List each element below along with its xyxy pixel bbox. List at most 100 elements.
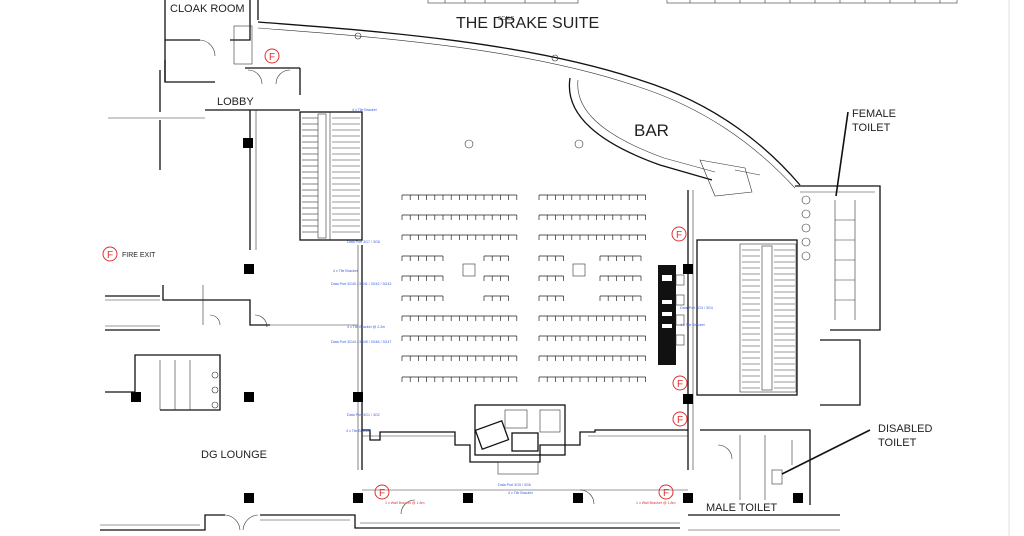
seat-row-right-1: [538, 214, 646, 220]
pillar-circle-1: [464, 139, 474, 149]
male-toilet-label: MALE TOILET: [706, 502, 777, 514]
svg-text:F: F: [676, 230, 682, 241]
bottom-wall: [100, 489, 840, 531]
structural-columns: [131, 138, 803, 503]
disabled-toilet-label-line1: DISABLED: [878, 423, 932, 435]
column-5: [244, 493, 254, 503]
scale-bar-left: [427, 0, 579, 4]
fire-exit-label: FIRE EXIT: [122, 252, 156, 259]
annotation-data-port-3: Data Port 3G44 / 3G45 / 3G46 / 3G47: [331, 340, 391, 344]
theatre-seating: [401, 194, 646, 382]
disabled-toilet-label-line2: TOILET: [878, 437, 917, 449]
scale-bar-right: [666, 0, 958, 4]
seat-row-left-a-4: [401, 275, 444, 281]
svg-text:F: F: [663, 488, 669, 499]
column-3: [244, 392, 254, 402]
annotation-bracket-3: 4 x Tile Bracket @ 2.2m: [347, 325, 385, 329]
seat-row-right-a-5: [538, 295, 564, 301]
female-toilet-label-line2: TOILET: [852, 122, 891, 134]
svg-text:F: F: [107, 250, 113, 261]
seat-row-left-7: [401, 335, 518, 341]
column-10: [683, 394, 693, 404]
bar-counter: [568, 77, 761, 197]
annotation-bracket-5: 4 x Tile Bracket: [346, 429, 371, 433]
seat-row-right-2: [538, 234, 646, 240]
seat-row-left-b-5: [483, 295, 509, 301]
pillar-square-2: [572, 263, 586, 277]
seat-row-left-a-3: [401, 255, 444, 261]
column-0: [243, 138, 253, 148]
seat-row-right-a-4: [538, 275, 564, 281]
annotation-data-port-6: Data Port 3G5 / 3G6: [498, 483, 531, 487]
annotation-wall-bracket-1: 1 x Wall Bracket @ 1.8m: [385, 501, 424, 505]
fire-marker-south-1: F: [374, 484, 390, 500]
fire-marker-south-2: F: [658, 484, 674, 500]
left-wing-walls: [105, 285, 358, 411]
svg-text:F: F: [677, 379, 683, 390]
annotation-data-port-1: Data Port 3G7 / 3G8: [347, 240, 380, 244]
column-8: [573, 493, 583, 503]
seat-row-left-2: [401, 234, 518, 240]
column-1: [244, 264, 254, 274]
fire-marker-lobby: F: [264, 48, 280, 64]
seat-row-right-b-3: [599, 255, 642, 261]
seat-row-right-9: [538, 376, 646, 382]
female-toilet-walls: [795, 185, 881, 406]
seat-row-left-6: [401, 315, 518, 321]
seat-row-right-a-3: [538, 255, 564, 261]
lobby-walls: [108, 67, 301, 250]
annotation-bracket-lobby: 4 x Tile Bracket: [352, 108, 377, 112]
column-12: [793, 493, 803, 503]
column-11: [683, 264, 693, 274]
annotation-data-port-4: Data Port 3G3 / 3G4: [680, 306, 713, 310]
seat-row-right-8: [538, 355, 646, 361]
disabled-and-male-toilet-walls: [700, 429, 811, 505]
seat-row-left-b-3: [483, 255, 509, 261]
seat-row-left-a-5: [401, 295, 444, 301]
fire-marker-east-2: F: [672, 375, 688, 391]
seat-row-left-1: [401, 214, 518, 220]
drake-suite-title: THE DRAKE SUITE: [456, 15, 599, 32]
column-6: [353, 493, 363, 503]
annotation-wall-bracket-2: 1 x Wall Bracket @ 1.8m: [636, 501, 675, 505]
annotation-bracket-2: 4 x Tile Bracket: [333, 269, 358, 273]
column-7: [463, 493, 473, 503]
cloak-room-walls: [164, 0, 259, 83]
annotation-data-port-5: Data Port 3G1 / 3G2: [347, 413, 380, 417]
cloak-room-label: CLOAK ROOM: [170, 3, 245, 15]
column-4: [353, 392, 363, 402]
female-toilet-label-line1: FEMALE: [852, 108, 896, 120]
disabled-toilet-leader: [781, 429, 871, 475]
left-staircase: [299, 111, 363, 241]
seat-row-left-b-4: [483, 275, 509, 281]
right-staircase: [696, 239, 798, 396]
pillar-square-1: [462, 263, 476, 277]
dg-lounge-label: DG LOUNGE: [201, 449, 267, 461]
annotation-bracket-6: 4 x Tile Bracket: [508, 491, 533, 495]
seat-row-right-0: [538, 194, 646, 200]
av-rack: [658, 265, 685, 365]
seat-row-right-b-4: [599, 275, 642, 281]
column-9: [683, 493, 693, 503]
seat-row-left-0: [401, 194, 518, 200]
hall-walls: [357, 190, 694, 470]
bar-label: BAR: [634, 121, 669, 140]
svg-text:F: F: [379, 488, 385, 499]
svg-text:F: F: [677, 415, 683, 426]
lobby-label: LOBBY: [217, 96, 254, 108]
seat-row-right-6: [538, 315, 646, 321]
scale-label: SCALE: [498, 16, 515, 22]
annotation-data-port-2: Data Port 3G40 / 3G41 / 3G42 / 3G43: [331, 282, 391, 286]
outer-curved-wall: [257, 21, 801, 189]
stage: [474, 404, 566, 475]
fire-marker-east-3: F: [672, 411, 688, 427]
seat-row-right-b-5: [599, 295, 642, 301]
seat-row-left-8: [401, 355, 518, 361]
seat-row-right-7: [538, 335, 646, 341]
fire-marker-west: F: [102, 246, 118, 262]
female-toilet-leader: [835, 111, 849, 197]
fire-marker-east-1: F: [671, 226, 687, 242]
annotation-bracket-4: 4 x Tile Bracket: [680, 323, 705, 327]
column-2: [131, 392, 141, 402]
